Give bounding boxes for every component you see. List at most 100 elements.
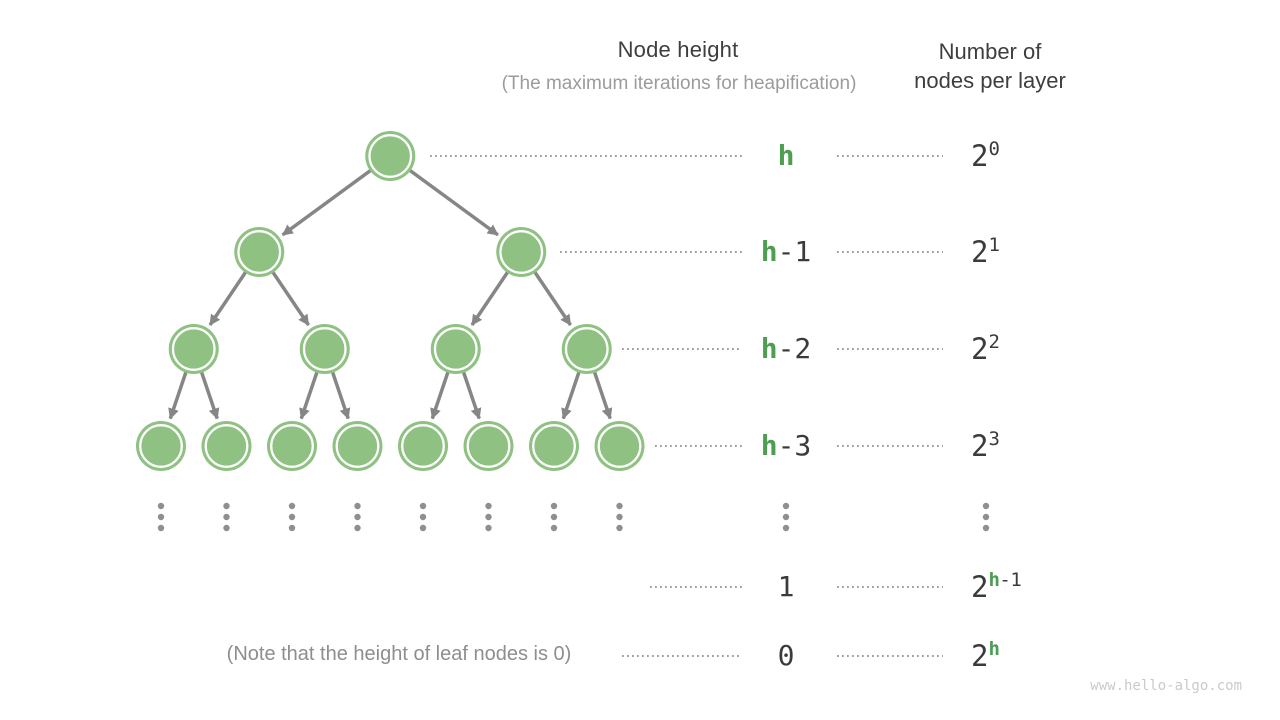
tree-node	[299, 324, 350, 374]
vertical-ellipsis-dot	[223, 513, 230, 521]
label-segment: 2	[971, 235, 989, 269]
vertical-ellipsis-dot	[288, 502, 296, 510]
vertical-ellipsis-dot	[354, 513, 361, 521]
tree-node	[365, 131, 416, 181]
tree-node-ring	[532, 424, 576, 468]
tree-node-ring	[270, 424, 314, 468]
tree-node-circle	[136, 421, 186, 471]
vertical-ellipsis-dot	[616, 502, 623, 510]
vertical-ellipsis-dot	[354, 524, 361, 532]
vertical-ellipsis-dot	[616, 513, 623, 521]
label-segment: 2	[971, 332, 989, 366]
exponent-segment: h	[988, 569, 1000, 591]
tree-node	[529, 421, 579, 471]
tree-node-circle	[430, 324, 481, 374]
leaf-height-footnote: (Note that the height of leaf nodes is 0…	[226, 643, 572, 665]
nodes-per-layer-line2: nodes per layer	[914, 68, 1066, 93]
tree-node-ring	[204, 424, 249, 468]
vertical-ellipsis-dot	[419, 513, 427, 521]
label-segment: 2	[971, 429, 989, 463]
vertical-ellipsis-dot	[550, 502, 558, 510]
tree-node-circle	[594, 421, 645, 471]
exponent-segment: 0	[988, 138, 1000, 160]
height-label-row-5: 1	[716, 567, 856, 607]
tree-node-ring	[237, 230, 282, 274]
label-segment: h	[760, 235, 778, 268]
vertical-ellipsis-dot	[223, 524, 230, 532]
tree-node-circle	[496, 227, 547, 277]
tree-node	[430, 324, 481, 374]
node-count-row-6: 2h	[971, 635, 1000, 681]
vertical-ellipsis-dot	[982, 524, 990, 532]
tree-node	[463, 421, 514, 471]
vertical-ellipsis-dot	[419, 524, 427, 532]
node-count-row-2: 22	[971, 328, 1000, 374]
tree-node-ring	[368, 134, 413, 178]
exponent-segment: 1	[988, 234, 1000, 256]
tree-node-ring	[401, 424, 445, 468]
tree-node-circle	[365, 131, 416, 181]
node-height-column-subtitle: (The maximum iterations for heapificatio…	[501, 73, 857, 94]
tree-node-circle	[529, 421, 579, 471]
tree-node-circle	[299, 324, 350, 374]
vertical-ellipsis-dot	[157, 524, 165, 532]
vertical-ellipsis-dot	[982, 513, 990, 521]
node-count-row-5: 2h-1	[971, 566, 1022, 612]
label-segment: 2	[971, 570, 989, 604]
watermark: www.hello-algo.com	[1090, 678, 1242, 694]
tree-node	[168, 324, 219, 374]
height-label-row-1: h-1	[716, 232, 856, 272]
label-segment: 2	[971, 139, 989, 173]
vertical-ellipsis-dot	[550, 513, 558, 521]
vertical-ellipsis-dot	[782, 524, 790, 532]
tree-node	[398, 421, 448, 471]
tree-node-ring	[302, 327, 347, 371]
vertical-ellipsis-dot	[354, 502, 361, 510]
tree-node	[332, 421, 383, 471]
vertical-ellipsis-dot	[157, 513, 165, 521]
height-label-row-0: h	[716, 136, 856, 176]
tree-node-circle	[234, 227, 285, 277]
node-count-row-1: 21	[971, 231, 1000, 277]
label-segment: h	[760, 429, 778, 462]
vertical-ellipsis-dot	[485, 513, 492, 521]
tree-node-circle	[398, 421, 448, 471]
vertical-ellipsis-dot	[485, 502, 492, 510]
vertical-ellipsis-dot	[782, 513, 790, 521]
node-height-column-title: Node height	[617, 37, 739, 62]
tree-node	[234, 227, 285, 277]
tree-node-ring	[139, 424, 183, 468]
exponent-segment: -1	[999, 569, 1022, 591]
nodes-per-layer-line1: Number of	[938, 39, 1042, 64]
tree-node-circle	[267, 421, 317, 471]
tree-node	[267, 421, 317, 471]
tree-node	[136, 421, 186, 471]
tree-node-ring	[433, 327, 478, 371]
vertical-ellipsis-dot	[616, 524, 623, 532]
height-label-row-3: h-3	[716, 426, 856, 466]
node-count-row-3: 23	[971, 425, 1000, 471]
vertical-ellipsis-dot	[419, 502, 427, 510]
vertical-ellipsis-dot	[550, 524, 558, 532]
exponent-segment: 3	[988, 428, 1000, 450]
tree-node-ring	[171, 327, 216, 371]
label-segment: h	[760, 332, 778, 365]
vertical-ellipsis-dot	[288, 513, 296, 521]
tree-node	[561, 324, 612, 374]
tree-node-circle	[201, 421, 252, 471]
vertical-ellipsis-dot	[157, 502, 165, 510]
tree-node-ring	[499, 230, 544, 274]
label-segment: 1	[777, 570, 795, 603]
nodes-per-layer-column-title: Number of nodes per layer	[850, 37, 1130, 95]
height-label-row-2: h-2	[716, 329, 856, 369]
vertical-ellipsis-dot	[485, 524, 492, 532]
tree-node	[496, 227, 547, 277]
label-segment: -3	[777, 429, 812, 462]
label-segment: 0	[777, 639, 795, 672]
tree-node-circle	[463, 421, 514, 471]
label-segment: -1	[777, 235, 812, 268]
height-label-row-6: 0	[716, 636, 856, 676]
label-segment: h	[777, 139, 795, 172]
